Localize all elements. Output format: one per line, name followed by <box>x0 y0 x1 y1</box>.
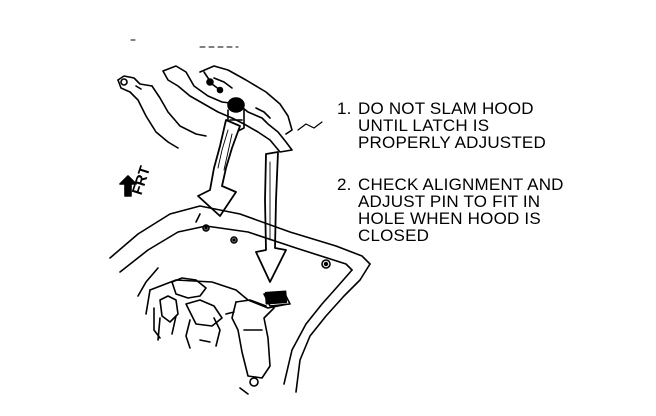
scan-marks <box>130 39 239 48</box>
note-number: 1. <box>337 99 352 118</box>
right-down-arrow <box>255 151 287 283</box>
left-down-arrow <box>197 119 241 217</box>
leader-line <box>297 121 323 131</box>
note-text: DO NOT SLAM HOOD UNTIL LATCH IS PROPERLY… <box>358 100 656 151</box>
striker-pin <box>227 97 245 133</box>
note-line: DO NOT SLAM HOOD <box>358 99 534 118</box>
note-text: CHECK ALIGNMENT AND ADJUST PIN TO FIT IN… <box>358 176 656 244</box>
front-direction-indicator: FRT <box>117 164 163 200</box>
note-line: UNTIL LATCH IS <box>358 116 490 135</box>
note-line: CLOSED <box>358 226 430 245</box>
hood-edge <box>117 75 207 149</box>
up-arrow-icon <box>119 175 137 197</box>
latch-mechanism <box>153 277 291 395</box>
note-line: PROPERLY ADJUSTED <box>358 133 546 152</box>
note-number: 2. <box>337 175 352 194</box>
latch-bracket <box>162 65 293 153</box>
radiator-support <box>109 205 371 393</box>
note-line: ADJUST PIN TO FIT IN <box>358 192 541 211</box>
note-line: CHECK ALIGNMENT AND <box>358 175 564 194</box>
note-line: HOLE WHEN HOOD IS <box>358 209 541 228</box>
